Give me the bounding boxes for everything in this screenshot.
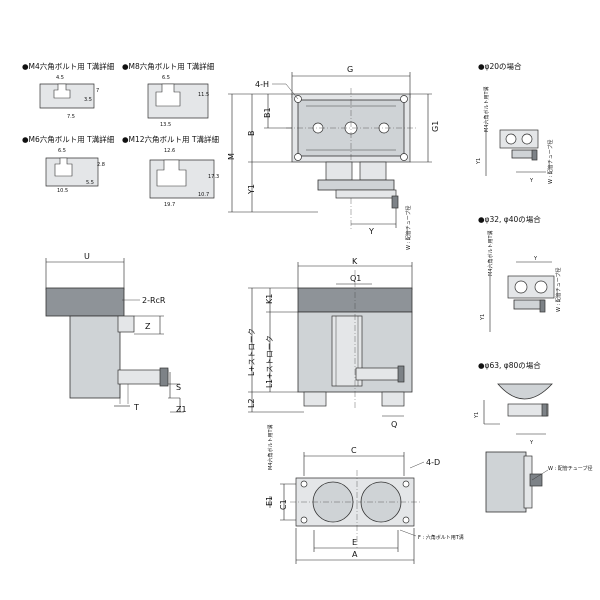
dim-l1-stroke: L1+ストローク	[265, 335, 274, 388]
dim-g1: G1	[431, 121, 440, 132]
tslot-detail-m8: ●M8六角ボルト用 T溝詳細 6.5 11.5 13.5	[122, 61, 214, 128]
tslot-m12-title: ●M12六角ボルト用 T溝詳細	[122, 134, 219, 144]
bottom-view: C 4-D C1 E1 M4六角ボルト用T溝 E A F : 六角ボルト用T溝	[265, 424, 464, 564]
variant-phi20-y: Y	[529, 178, 534, 184]
top-view: G 4-H M B B1 Y1 G1 Y W : 配管チューブ径	[227, 65, 440, 250]
variant-phi32-m4: M4六角ボルト用T溝	[487, 230, 494, 276]
dim-z1: Z1	[176, 405, 187, 414]
tslot-m4-dim-c: 3.5	[84, 97, 92, 103]
side-view: U 2-RcR Z S Z1 T	[45, 252, 187, 414]
tslot-m8-title: ●M8六角ボルト用 T溝詳細	[122, 61, 214, 71]
tslot-m4-dim-a: 4.5	[56, 75, 64, 81]
variant-phi20-w: W : 配管チューブ径	[547, 139, 554, 184]
dim-z: Z	[145, 322, 151, 331]
variant-phi32-w: W : 配管チューブ径	[555, 267, 562, 312]
dim-b: B	[247, 131, 256, 137]
variant-phi32-y1: Y1	[480, 314, 486, 321]
dim-k: K	[352, 257, 358, 266]
dim-a: A	[352, 550, 358, 559]
variant-phi63-80: ●φ63, φ80の場合 Y1 Y W : 配管チューブ径	[474, 360, 593, 513]
tslot-m6-dim-b: 5.5	[86, 180, 94, 186]
dim-4-h: 4-H	[255, 80, 269, 89]
front-view: K Q1 L+ストローク L1+ストローク K1 L2 Q	[247, 257, 413, 429]
dim-u: U	[84, 252, 90, 261]
dim-y1: Y1	[247, 184, 256, 195]
tslot-m8-dim-b: 11.5	[198, 92, 209, 98]
variant-phi20: ●φ20の場合 M4六角ボルト用T溝 W : 配管チューブ径 Y1 Y	[476, 61, 554, 184]
dim-l-stroke: L+ストローク	[247, 328, 256, 376]
variant-phi32-title: ●φ32, φ40の場合	[478, 214, 541, 224]
variant-phi20-y1: Y1	[476, 158, 482, 165]
label-m4-tslot: M4六角ボルト用T溝	[267, 424, 274, 470]
dim-g: G	[347, 65, 353, 74]
variant-phi20-title: ●φ20の場合	[478, 61, 522, 71]
dim-t: T	[133, 403, 139, 412]
variant-phi63-y: Y	[529, 440, 534, 446]
dim-y: Y	[368, 227, 374, 236]
dim-c: C	[351, 446, 357, 455]
tslot-m6-dim-c: 2.8	[97, 162, 105, 168]
tslot-m4-dim-d: 7.5	[67, 114, 75, 120]
tslot-m4-dim-b: 7	[96, 88, 99, 94]
tslot-m12-dim-a: 12.6	[164, 148, 175, 154]
tslot-m8-dim-c: 13.5	[160, 122, 171, 128]
tslot-m8-dim-a: 6.5	[162, 75, 170, 81]
tslot-detail-m12: ●M12六角ボルト用 T溝詳細 12.6 17.3 10.7 19.7	[122, 134, 219, 208]
dim-c1: C1	[279, 499, 288, 510]
dim-k1: K1	[265, 294, 274, 304]
label-2-rcr: 2-RcR	[142, 296, 166, 305]
tslot-detail-m6: ●M6六角ボルト用 T溝詳細 6.5 5.5 2.8 10.5	[22, 134, 114, 194]
variant-phi32-y: Y	[533, 256, 538, 262]
variant-phi63-y1: Y1	[474, 412, 480, 419]
dim-q: Q	[391, 420, 397, 429]
dim-e: E	[352, 538, 357, 547]
tslot-m12-dim-b: 17.3	[208, 174, 219, 180]
dim-b1: B1	[263, 107, 272, 118]
dim-s: S	[176, 383, 181, 392]
tslot-m12-dim-d: 19.7	[164, 202, 175, 208]
variant-phi63-title: ●φ63, φ80の場合	[478, 360, 541, 370]
variant-phi32-40: ●φ32, φ40の場合 M4六角ボルト用T溝 W : 配管チューブ径 Y1 Y	[478, 214, 562, 332]
dim-q1: Q1	[350, 274, 361, 283]
tslot-detail-m4: ●M4六角ボルト用 T溝詳細 4.5 7 3.5 7.5	[22, 61, 114, 120]
tslot-m4-title: ●M4六角ボルト用 T溝詳細	[22, 61, 114, 71]
variant-phi20-m4: M4六角ボルト用T溝	[483, 86, 490, 132]
tslot-m6-dim-d: 10.5	[57, 188, 68, 194]
dim-l2: L2	[247, 398, 256, 408]
label-4-d: 4-D	[426, 458, 440, 467]
label-f-tslot: F : 六角ボルト用T溝	[418, 534, 464, 541]
tslot-m6-title: ●M6六角ボルト用 T溝詳細	[22, 134, 114, 144]
tslot-m12-dim-c: 10.7	[198, 192, 209, 198]
dim-e1: E1	[265, 496, 274, 506]
dim-m: M	[227, 153, 236, 160]
dim-w: W : 配管チューブ径	[405, 205, 412, 250]
tslot-m6-dim-a: 6.5	[58, 148, 66, 154]
variant-phi63-w: W : 配管チューブ径	[548, 465, 593, 472]
